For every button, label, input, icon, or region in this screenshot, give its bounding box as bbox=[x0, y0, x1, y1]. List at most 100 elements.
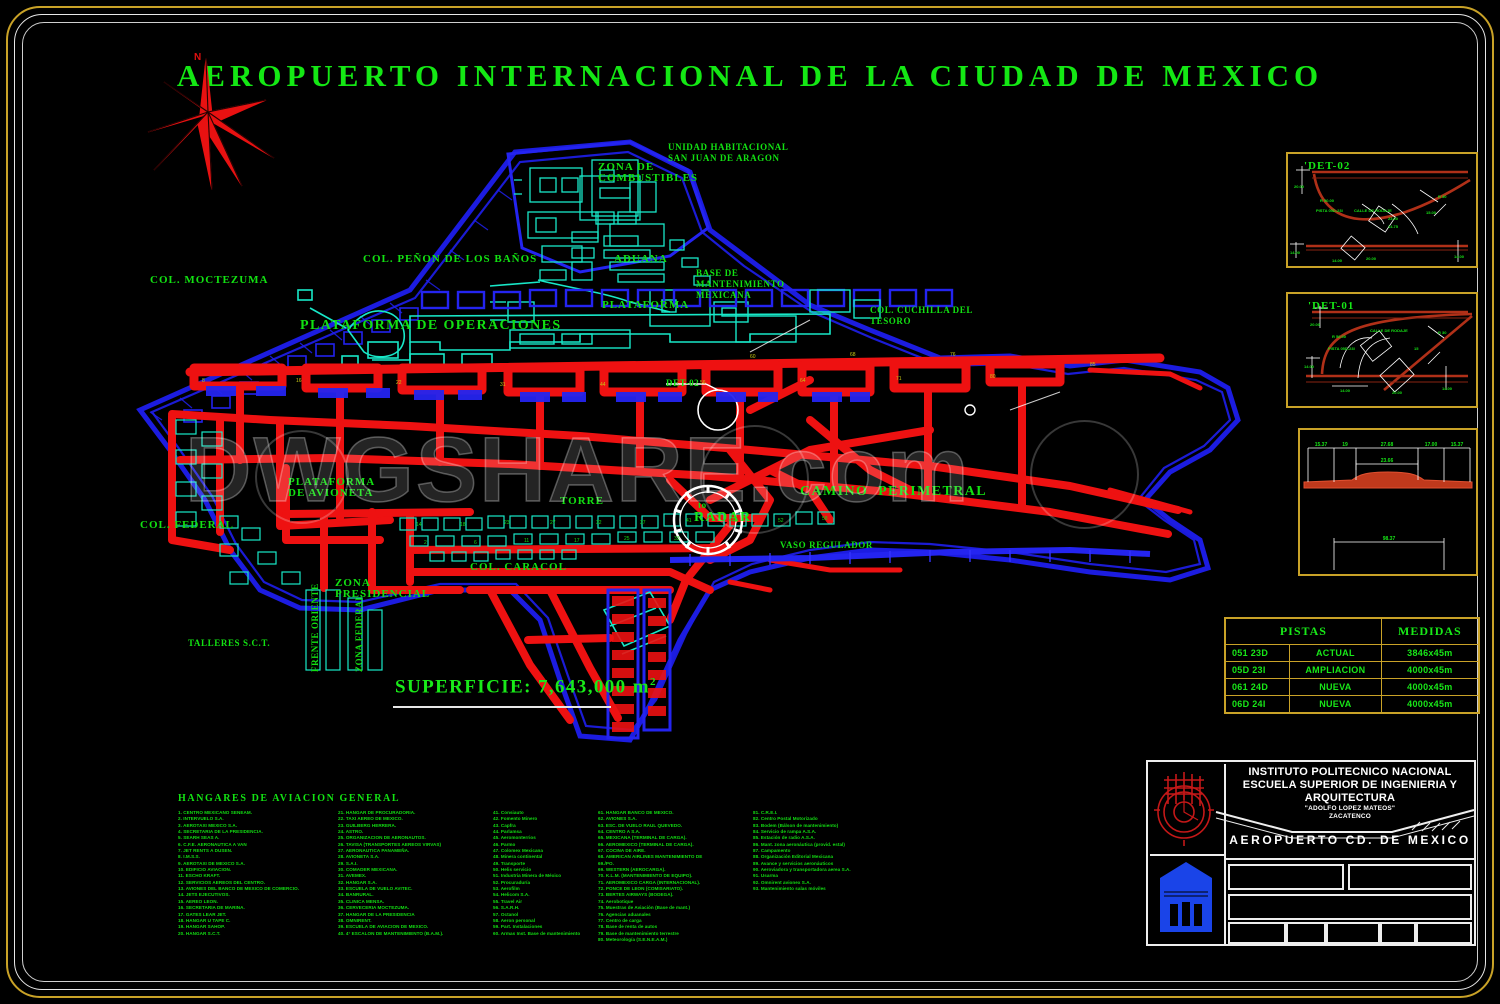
legend-column-5: 81. C.R.E.I. 82. Centro Postal Motorizad… bbox=[753, 810, 851, 892]
runway-cell: 06D 24I bbox=[1224, 695, 1290, 714]
svg-text:27.68: 27.68 bbox=[1381, 442, 1394, 448]
svg-text:44: 44 bbox=[600, 382, 606, 388]
detail-label-det-01: 'DET-01 bbox=[1308, 300, 1355, 312]
map-label-col-moctezuma: COL. MOCTEZUMA bbox=[150, 274, 269, 286]
institution-line-2: ESCUELA SUPERIOR DE INGENIERIA Y bbox=[1242, 779, 1458, 791]
svg-text:76: 76 bbox=[950, 352, 956, 358]
sheet-border-outer bbox=[6, 6, 1494, 998]
superficie-exponent: 2 bbox=[649, 676, 657, 688]
svg-text:11: 11 bbox=[524, 538, 529, 544]
map-label-zona-combustibles: ZONA DE COMBUSTIBLES bbox=[598, 161, 699, 184]
map-label-frente-oriente: FRENTE ORIENTE bbox=[310, 583, 320, 672]
svg-text:64: 64 bbox=[800, 378, 806, 384]
radar-symbol bbox=[672, 484, 744, 556]
svg-text:58: 58 bbox=[822, 516, 828, 522]
legend-column-2: 21. HANGAR DE PROCURADORIA. 22. TAXI AER… bbox=[338, 810, 444, 936]
svg-text:19: 19 bbox=[1342, 442, 1348, 448]
title-block-institution: INSTITUTO POLITECNICO NACIONAL ESCUELA S… bbox=[1228, 766, 1472, 821]
runway-cell: 061 24D bbox=[1224, 678, 1290, 696]
svg-text:80: 80 bbox=[990, 374, 996, 380]
map-label-det-02-callout: DET-02 bbox=[666, 378, 700, 388]
title-block-project: AEROPUERTO CD. DE MEXICO bbox=[1229, 833, 1471, 847]
map-label-radar: RADAR bbox=[694, 510, 752, 525]
svg-text:60: 60 bbox=[750, 354, 756, 360]
svg-text:20.00: 20.00 bbox=[1310, 322, 1321, 327]
map-label-zona-presidencial: ZONA PRESIDENCIAL bbox=[335, 577, 431, 600]
map-label-plataforma: PLATAFORMA bbox=[602, 299, 690, 311]
svg-text:6: 6 bbox=[474, 540, 477, 546]
legend-column-3: 41. Consiauto 42. Fomento Minero 43. Cap… bbox=[493, 810, 581, 936]
detail-label-det-02: 'DET-02 bbox=[1304, 160, 1351, 172]
svg-text:68: 68 bbox=[850, 352, 856, 358]
svg-text:PISTA 05D-23I: PISTA 05D-23I bbox=[1328, 346, 1355, 351]
svg-text:20.00: 20.00 bbox=[1392, 390, 1403, 395]
runway-cell: AMPLIACION bbox=[1288, 661, 1382, 679]
sheet-border-middle bbox=[14, 14, 1486, 990]
compass-north-label: N bbox=[194, 52, 202, 63]
svg-text:33: 33 bbox=[674, 536, 680, 542]
legend-column-4: 61. HANGAR BANCO DE MEXICO. 62. AVIONES … bbox=[598, 810, 703, 942]
map-label-torre: TORRE bbox=[560, 495, 604, 507]
runway-cell: NUEVA bbox=[1288, 678, 1382, 696]
esia-logo-cell bbox=[1150, 856, 1226, 944]
map-label-col-caracol: COL. CARACOL bbox=[470, 561, 567, 573]
detail-panel-section: 15.37 19 27.68 17.00 15.37 23.66 98.37 bbox=[1298, 428, 1478, 576]
svg-text:15.37: 15.37 bbox=[1315, 442, 1328, 448]
superficie-underline bbox=[393, 706, 611, 708]
svg-text:R 50.00: R 50.00 bbox=[1320, 198, 1335, 203]
map-label-talleres-sct: TALLERES S.C.T. bbox=[188, 638, 271, 648]
title-block-field-7 bbox=[1380, 922, 1416, 944]
svg-text:17.00: 17.00 bbox=[1425, 442, 1438, 448]
map-label-radar-prefix: to bbox=[698, 500, 707, 510]
map-label-vaso-regulador: VASO REGULADOR bbox=[780, 540, 873, 550]
svg-text:14.00: 14.00 bbox=[1290, 250, 1301, 255]
title-block bbox=[1146, 760, 1476, 946]
legend-column-1: 1. CENTRO MEXICANO SENEAM. 2. INTERVUELO… bbox=[178, 810, 300, 936]
runway-cell: 05D 23I bbox=[1224, 661, 1290, 679]
superficie-text: SUPERFICIE: 7,643,000 m bbox=[395, 676, 650, 698]
svg-text:37: 37 bbox=[640, 520, 646, 526]
superficie-label: SUPERFICIE: 7,643,000 m2 bbox=[395, 676, 657, 698]
medidas-header: MEDIDAS bbox=[1380, 617, 1480, 645]
map-label-col-penon: COL. PEÑON DE LOS BAÑOS bbox=[363, 253, 538, 265]
svg-text:71: 71 bbox=[896, 376, 902, 382]
svg-text:CALLE DE RODAJE: CALLE DE RODAJE bbox=[1354, 208, 1392, 213]
svg-text:R 30: R 30 bbox=[1438, 330, 1447, 335]
legend-title: HANGARES DE AVIACION GENERAL bbox=[178, 793, 401, 804]
title-block-field-2 bbox=[1348, 864, 1472, 890]
svg-text:CALLE DE RODAJE: CALLE DE RODAJE bbox=[1370, 328, 1408, 333]
svg-text:15.00: 15.00 bbox=[1426, 210, 1437, 215]
svg-text:85: 85 bbox=[1090, 362, 1096, 368]
svg-text:20.00: 20.00 bbox=[1294, 184, 1305, 189]
svg-text:14.75: 14.75 bbox=[1388, 224, 1399, 229]
map-label-camino-perimetral: CAMINO PERIMETRAL bbox=[800, 484, 987, 499]
title-block-divider-1 bbox=[1226, 858, 1476, 860]
svg-text:17: 17 bbox=[574, 538, 580, 544]
svg-text:R 30: R 30 bbox=[1438, 194, 1447, 199]
runway-cell: 4000x45m bbox=[1380, 678, 1480, 696]
compass-rose-icon: N bbox=[146, 40, 276, 191]
title-block-field-5 bbox=[1286, 922, 1326, 944]
title-block-field-4 bbox=[1228, 922, 1286, 944]
svg-text:8: 8 bbox=[202, 378, 205, 384]
title-block-field-3 bbox=[1228, 894, 1472, 920]
runway-cell: NUEVA bbox=[1288, 695, 1382, 714]
map-label-aduana: ADUANA bbox=[614, 253, 668, 265]
pistas-header: PISTAS bbox=[1224, 617, 1382, 645]
svg-text:52: 52 bbox=[778, 518, 784, 524]
title-block-field-6 bbox=[1326, 922, 1380, 944]
title-block-field-8 bbox=[1416, 922, 1472, 944]
svg-text:15: 15 bbox=[1414, 346, 1419, 351]
ipn-logo-cell bbox=[1150, 764, 1226, 856]
map-label-col-cuchilla: COL. CUCHILLA DEL TESORO bbox=[870, 305, 973, 326]
svg-text:27: 27 bbox=[550, 520, 556, 526]
svg-text:23.66: 23.66 bbox=[1381, 458, 1394, 464]
